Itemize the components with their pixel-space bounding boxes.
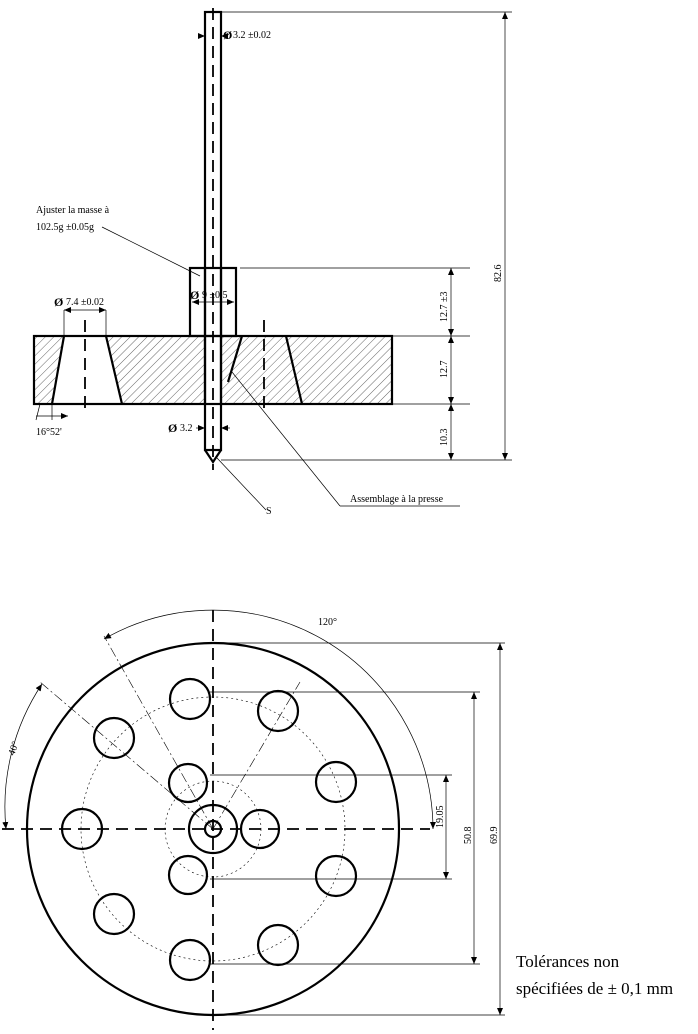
tolerance-note-line1: Tolérances non	[516, 952, 620, 971]
dim-angle-120: 120°	[318, 617, 337, 628]
dim-boss: 9 ±0.5	[202, 290, 228, 301]
plate-section-left	[34, 336, 64, 404]
plate-section-mid-right	[222, 336, 302, 404]
shaft	[203, 10, 223, 452]
dim-angle: 16°52'	[36, 427, 62, 438]
dim-outer: 69.9	[489, 827, 500, 845]
diameter-symbol-icon: Ø	[223, 28, 232, 42]
dim-inner: 19.05	[435, 806, 446, 829]
dim-boss-height: 12.7 ±3	[439, 292, 450, 323]
diameter-symbol-icon: Ø	[168, 421, 177, 435]
label-s: S	[266, 506, 272, 517]
dim-angle-40: 40°	[6, 740, 21, 757]
boss	[188, 266, 238, 338]
dim-shaft-bottom: 3.2	[180, 423, 193, 434]
diameter-symbol-icon: Ø	[54, 295, 63, 309]
dim-shaft-top: 3.2 ±0.02	[233, 30, 271, 41]
dim-hole: 7.4 ±0.02	[66, 297, 104, 308]
tolerance-note-line2: spécifiées de ± 0,1 mm	[516, 979, 673, 998]
plan-view: 120° 40° 19.05 50.8 69.9	[2, 609, 505, 1030]
plate-section-mid-left	[106, 336, 204, 404]
section-view: Ø 3.2 ±0.02 Ajuster la masse à 102.5g ±0…	[32, 8, 512, 517]
dim-tip-height: 10.3	[439, 429, 450, 447]
plate-section-far-right	[286, 336, 392, 404]
note-mass-line2: 102.5g ±0.05g	[36, 222, 94, 233]
dim-mid: 50.8	[463, 827, 474, 845]
diameter-symbol-icon: Ø	[190, 288, 199, 302]
dim-total-height: 82.6	[493, 265, 504, 283]
note-mass-line1: Ajuster la masse à	[36, 205, 110, 216]
dim-plate-height: 12.7	[439, 361, 450, 379]
label-press: Assemblage à la presse	[350, 494, 444, 505]
